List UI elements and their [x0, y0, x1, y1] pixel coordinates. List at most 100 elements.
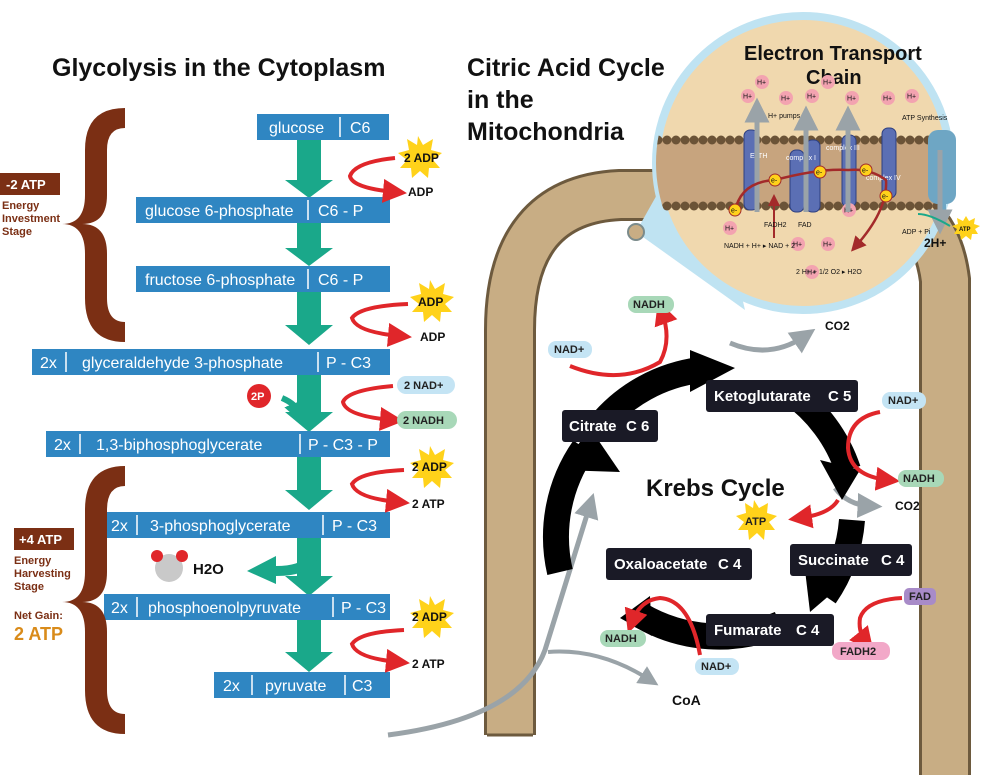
adp-out-2: ADP — [420, 330, 445, 344]
water-molecule-icon — [151, 550, 188, 582]
proton-icon: H+ — [741, 89, 755, 103]
svg-text:e-: e- — [731, 208, 738, 215]
phosphate-join-arrow — [280, 395, 307, 426]
etc-heading-line2: Chain — [806, 67, 862, 89]
svg-text:C 5: C 5 — [828, 388, 851, 405]
citrate-box: Citrate C 6 — [562, 410, 658, 442]
oxaloacetate-box: Oxaloacetate C 4 — [606, 548, 752, 580]
svg-text:ADP: ADP — [418, 295, 443, 309]
svg-text:e-: e- — [862, 168, 869, 175]
svg-text:2 NADH: 2 NADH — [403, 415, 444, 427]
pyruvate-entry-arrow — [387, 493, 599, 738]
glyceraldehyde-3-phosphate-box: 2x glyceraldehyde 3-phosphate P - C3 — [32, 349, 390, 375]
atp-produce-arrow-2 — [349, 628, 410, 673]
proton-icon: H+ — [821, 237, 835, 251]
svg-text:C 4: C 4 — [718, 556, 742, 573]
svg-text:Fumarate: Fumarate — [714, 622, 782, 639]
svg-text:P - C3: P - C3 — [332, 518, 377, 535]
svg-text:H+: H+ — [823, 242, 832, 249]
coa-arrow — [547, 649, 659, 686]
svg-text:2P: 2P — [251, 391, 264, 403]
water-label: H2O — [193, 561, 224, 578]
etc-complex1-label: complex I — [786, 155, 816, 162]
co2-top-label: CO2 — [825, 319, 850, 333]
svg-text:glucose 6-phosphate: glucose 6-phosphate — [145, 203, 294, 220]
svg-text:NADH: NADH — [903, 473, 935, 485]
etc-hpumps-label: H+ pumps — [768, 113, 801, 120]
svg-text:2 ADP: 2 ADP — [404, 151, 439, 165]
coa-label: CoA — [672, 692, 701, 708]
svg-text:H+: H+ — [823, 80, 832, 87]
adp-star-1: 2 ADP — [398, 136, 442, 178]
krebs-atp-arrow — [788, 498, 840, 529]
glucose-box: glucose C6 — [257, 114, 389, 140]
etc-atp-synthesis-label: ATP Synthesis — [902, 115, 948, 122]
svg-text:H+: H+ — [847, 96, 856, 103]
atp-out-4: 2 ATP — [412, 657, 445, 671]
svg-text:fructose 6-phosphate: fructose 6-phosphate — [145, 272, 295, 289]
fumarate-box: Fumarate C 4 — [706, 614, 834, 646]
proton-icon: H+ — [845, 91, 859, 105]
glycolysis-heading: Glycolysis in the Cytoplasm — [52, 54, 385, 82]
svg-text:NADH: NADH — [633, 299, 665, 311]
nad-reduce-arrow — [340, 384, 404, 431]
svg-text:C6 - P: C6 - P — [318, 272, 363, 289]
adp-star-4: 2 ADP — [410, 596, 454, 638]
harvest-l1: Energy — [14, 555, 52, 567]
krebs-nadh-bottom-pill: NADH — [600, 630, 646, 647]
svg-text:NAD+: NAD+ — [554, 344, 584, 356]
svg-text:phosphoenolpyruvate: phosphoenolpyruvate — [148, 600, 301, 617]
svg-text:Ketoglutarate: Ketoglutarate — [714, 388, 811, 405]
svg-text:C 4: C 4 — [796, 622, 820, 639]
svg-text:H+: H+ — [725, 226, 734, 233]
investment-brace — [62, 108, 125, 342]
svg-text:e-: e- — [882, 194, 889, 201]
proton-icon: H+ — [779, 91, 793, 105]
net-gain-label: Net Gain: — [14, 610, 63, 622]
svg-text:C6: C6 — [350, 120, 371, 137]
citric-heading-line1: Citric Acid Cycle — [467, 54, 665, 82]
svg-text:C 6: C 6 — [626, 418, 649, 435]
svg-text:2 ADP: 2 ADP — [412, 610, 447, 624]
harvest-atp-badge: +4 ATP — [14, 528, 74, 550]
krebs-nad-right-arrow — [845, 410, 900, 491]
nadh-pill: 2 NADH — [397, 411, 457, 429]
phosphate-badge: 2P — [247, 384, 271, 408]
proton-icon: H+ — [821, 75, 835, 89]
etc-fadh2-label: FADH2 — [764, 222, 787, 229]
svg-text:e-: e- — [816, 170, 823, 177]
krebs-fadh2-pill: FADH2 — [832, 642, 890, 660]
adp-star-3: 2 ADP — [410, 446, 454, 488]
co2-top-arrow — [729, 328, 816, 354]
citric-heading-line3: Mitochondria — [467, 118, 625, 146]
svg-text:C3: C3 — [352, 678, 373, 695]
adp-out-1: ADP — [408, 185, 433, 199]
harvest-l2: Harvesting — [14, 568, 71, 580]
electron-icon: e- — [859, 163, 873, 177]
etc-fad-label: FAD — [798, 222, 812, 229]
glycolysis-flow-arrows — [247, 138, 333, 672]
atp-consume-arrow-1 — [347, 156, 407, 203]
svg-text:H+: H+ — [793, 242, 802, 249]
krebs-atp-star: ATP — [736, 500, 777, 540]
svg-text:NAD+: NAD+ — [888, 395, 918, 407]
magnifier-source-dot — [627, 223, 645, 241]
etc-atp-star: ATP — [952, 216, 980, 240]
svg-text:NAD+: NAD+ — [701, 661, 731, 673]
svg-text:2x: 2x — [111, 518, 128, 535]
svg-text:H+: H+ — [883, 96, 892, 103]
svg-text:2 ADP: 2 ADP — [412, 460, 447, 474]
electron-icon: e- — [879, 189, 893, 203]
succinate-box: Succinate C 4 — [790, 544, 912, 576]
investment-l1: Energy — [2, 200, 40, 212]
atp-produce-arrow-1 — [349, 468, 410, 513]
etc-oxygen-equation: 2 H+ + 1/2 O2 ▸ H2O — [796, 269, 862, 276]
atp-out-3: 2 ATP — [412, 497, 445, 511]
etc-synthase-arrow — [917, 213, 951, 227]
krebs-nad-top-pill: NAD+ — [548, 341, 592, 358]
krebs-fad-pill: FAD — [904, 588, 936, 605]
svg-text:-2 ATP: -2 ATP — [6, 177, 46, 192]
investment-atp-badge: -2 ATP — [0, 173, 60, 195]
proton-icon: H+ — [723, 221, 737, 235]
